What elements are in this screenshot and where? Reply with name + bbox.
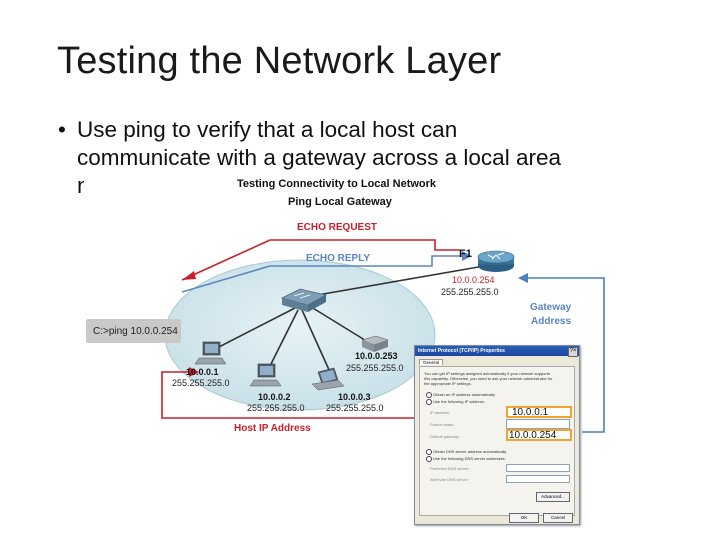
host1-ip-label: 10.0.0.1	[186, 367, 219, 377]
link-switch-host1	[212, 307, 296, 351]
echo-reply-arrowhead	[462, 251, 472, 261]
ip-address-field[interactable]	[506, 406, 572, 418]
link-switch-router	[299, 264, 491, 299]
radio-obtain-ip-auto[interactable]	[426, 392, 432, 398]
dialog-desc-1: You can get IP settings assigned automat…	[424, 371, 550, 376]
gateway-label-line2: Address	[531, 316, 572, 327]
gateway-arrow	[522, 277, 605, 433]
figure-subtitle: Ping Local Gateway	[288, 196, 392, 208]
host2-ip-label: 10.0.0.2	[258, 392, 291, 402]
host-ip-arrow	[161, 371, 498, 419]
gateway-arrowhead	[518, 273, 528, 283]
printer-mask-label: 255.255.255.0	[346, 363, 404, 373]
alternate-dns-label: Alternate DNS server:	[430, 477, 469, 482]
command-prompt-text: C:>ping 10.0.0.254	[93, 326, 178, 337]
printer-icon	[361, 335, 389, 352]
dialog-title: Internet Protocol (TCP/IP) Properties	[415, 346, 579, 356]
link-switch-host3	[301, 309, 331, 373]
radio-use-following-ip[interactable]	[426, 399, 432, 405]
bullet-icon: •	[58, 117, 66, 142]
opt-use-ip-label: Use the following IP address:	[433, 399, 485, 404]
dialog-body: You can get IP settings assigned automat…	[419, 366, 575, 516]
preferred-dns-field[interactable]	[506, 464, 570, 472]
tab-general[interactable]: General	[419, 359, 444, 365]
default-gateway-field[interactable]	[506, 429, 572, 441]
link-switch-printer	[307, 304, 369, 343]
link-switch-host2	[267, 309, 299, 371]
dialog-desc-3: the appropriate IP settings.	[424, 381, 472, 386]
radio-use-dns[interactable]	[426, 456, 432, 462]
radio-obtain-dns-auto[interactable]	[426, 449, 432, 455]
ok-button[interactable]: OK	[509, 513, 539, 523]
figure-backdrop	[84, 176, 464, 216]
router-name-label: F1	[459, 248, 472, 260]
router-icon	[477, 250, 515, 272]
router-ip-label: 10.0.0.254	[452, 275, 495, 285]
host1-mask-label: 255.255.255.0	[172, 378, 230, 388]
slide-title: Testing the Network Layer	[57, 40, 502, 82]
host-ip-address-label: Host IP Address	[234, 423, 311, 434]
echo-request-label: ECHO REQUEST	[297, 222, 378, 233]
close-icon[interactable]: ?×	[568, 347, 578, 357]
subnet-mask-field[interactable]	[506, 419, 570, 429]
opt-obtain-ip-label: Obtain an IP address automatically	[433, 392, 495, 397]
host3-ip-label: 10.0.0.3	[338, 392, 371, 402]
figure-title: Testing Connectivity to Local Network	[237, 178, 437, 190]
echo-request-arrow	[181, 239, 460, 281]
subnet-mask-label: Subnet mask:	[430, 422, 455, 427]
echo-request-arrowhead	[182, 271, 196, 280]
dialog-desc-2: this capability. Otherwise, you need to …	[424, 376, 553, 381]
host2-mask-label: 255.255.255.0	[247, 403, 305, 413]
preferred-dns-label: Preferred DNS server:	[430, 466, 470, 471]
host3-mask-label: 255.255.255.0	[326, 403, 384, 413]
bullet-point: • Use ping to verify that a local host c…	[58, 116, 698, 200]
cancel-button[interactable]: Cancel	[543, 513, 573, 523]
echo-reply-arrow	[181, 255, 470, 293]
alternate-dns-field[interactable]	[506, 475, 570, 483]
default-gateway-value: 10.0.0.254	[509, 430, 557, 441]
host3-laptop-icon	[311, 367, 345, 391]
printer-ip-label: 10.0.0.253	[355, 351, 398, 361]
bullet-line-2: communicate with a gateway across a loca…	[77, 145, 561, 170]
advanced-button[interactable]: Advanced...	[536, 492, 570, 502]
echo-reply-label: ECHO REPLY	[306, 253, 371, 264]
bullet-line-1: Use ping to verify that a local host can	[77, 117, 458, 142]
gateway-label-line1: Gateway	[530, 302, 572, 313]
ip-address-value: 10.0.0.1	[512, 407, 549, 418]
tcpip-properties-dialog: Internet Protocol (TCP/IP) Properties ?×…	[414, 345, 580, 525]
switch-icon	[280, 288, 328, 312]
host-ip-arrowhead	[189, 367, 199, 377]
host2-computer-icon	[249, 363, 282, 387]
host1-computer-icon	[194, 341, 227, 365]
router-mask-label: 255.255.255.0	[441, 287, 499, 297]
dns-manual-label: Use the following DNS server addresses:	[433, 456, 506, 461]
dns-auto-label: Obtain DNS server address automatically	[433, 449, 507, 454]
default-gateway-label: Default gateway:	[430, 434, 460, 439]
command-prompt-box	[86, 319, 181, 343]
ip-address-label: IP address:	[430, 410, 451, 415]
